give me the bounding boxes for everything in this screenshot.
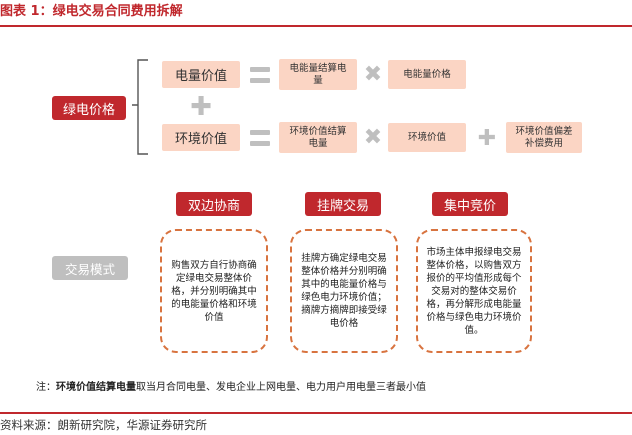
plus-icon: ✚ xyxy=(477,125,497,151)
bracket-icon xyxy=(132,59,148,155)
title-divider xyxy=(0,25,632,27)
equals-icon xyxy=(250,130,270,146)
row2-term-env-settlement-volume: 环境价值结算电量 xyxy=(279,122,357,153)
row2-term-env-value: 环境价值 xyxy=(388,123,466,152)
footnote-bold-term: 环境价值结算电量 xyxy=(56,382,136,393)
row2-label-environment-value: 环境价值 xyxy=(162,124,240,151)
trade-mode-centralized-bidding: 集中竞价 xyxy=(432,192,508,216)
root-node-green-power-price: 绿电价格 xyxy=(52,96,126,120)
plus-icon: ✚ xyxy=(190,92,212,122)
row1-term-energy-settlement-volume: 电能量结算电量 xyxy=(279,59,357,90)
desc-centralized-bidding: 市场主体申报绿电交易整体价格，以购售双方报价的平均值形成每个交易对的整体交易价格… xyxy=(416,229,532,353)
multiply-icon: ✖ xyxy=(363,61,383,87)
row2-term-env-deviation-compensation: 环境价值偏差补偿费用 xyxy=(506,122,582,153)
equals-icon xyxy=(250,67,270,83)
figure-title: 图表 1：绿电交易合同费用拆解 xyxy=(0,4,183,19)
multiply-icon: ✖ xyxy=(363,124,383,150)
desc-listing: 挂牌方确定绿电交易整体价格并分别明确其中的电能量价格与绿色电力环境价值；摘牌方摘… xyxy=(290,229,398,353)
footer-divider xyxy=(0,412,632,414)
desc-bilateral: 购售双方自行协商确定绿电交易整体价格，并分别明确其中的电能量价格和环境价值 xyxy=(160,229,268,353)
row1-term-energy-price: 电能量价格 xyxy=(388,60,466,89)
footnote-prefix: 注： xyxy=(36,382,56,393)
footnote-text: 取当月合同电量、发电企业上网电量、电力用户用电量三者最小值 xyxy=(136,382,426,393)
source-line: 资料来源：朗新研究院，华源证券研究所 xyxy=(0,418,207,432)
footnote: 注：环境价值结算电量取当月合同电量、发电企业上网电量、电力用户用电量三者最小值 xyxy=(36,378,426,393)
trade-mode-label: 交易模式 xyxy=(52,256,128,280)
trade-mode-bilateral: 双边协商 xyxy=(176,192,252,216)
row1-label-energy-value: 电量价值 xyxy=(162,61,240,88)
trade-mode-listing: 挂牌交易 xyxy=(305,192,381,216)
